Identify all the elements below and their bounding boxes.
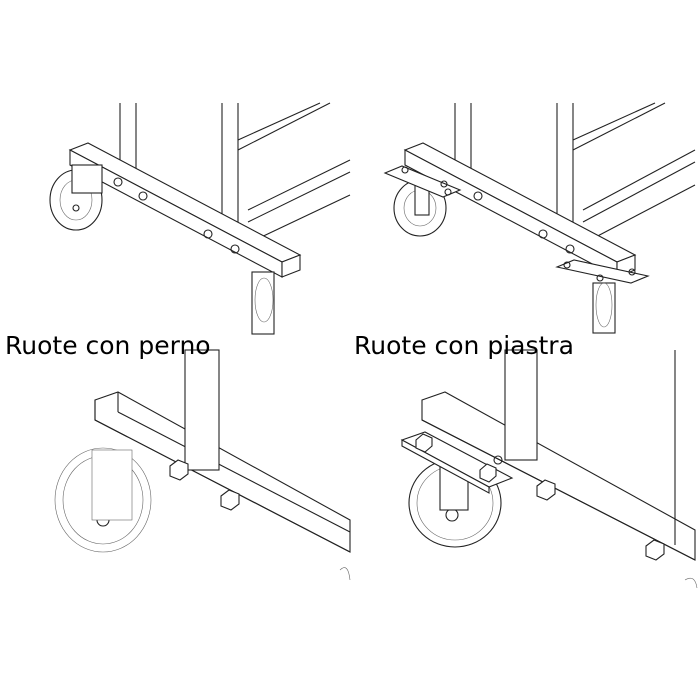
top-right-plate-wheel-frame (383, 102, 696, 334)
label-pin-wheels: Ruote con perno (5, 331, 211, 360)
label-plate-wheels: Ruote con piastra (354, 331, 574, 360)
bottom-left-pin-wheel-detail (54, 349, 351, 581)
top-left-pin-wheel-frame (49, 102, 351, 335)
bottom-right-plate-wheel-detail (400, 349, 698, 589)
